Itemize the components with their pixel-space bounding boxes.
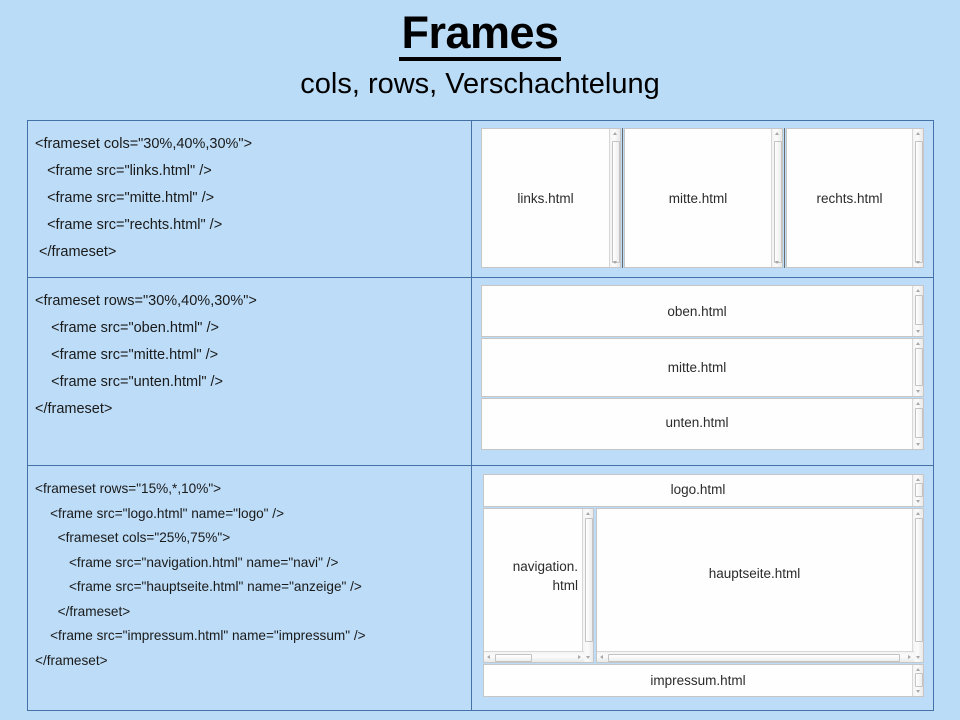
- frame-label-impressum: impressum.html: [650, 673, 746, 688]
- scrollbar-thumb[interactable]: [608, 653, 900, 662]
- frame-label-mitte: mitte.html: [667, 360, 727, 375]
- scrollbar-thumb[interactable]: [914, 483, 923, 497]
- frame-mitte[interactable]: mitte.html: [481, 338, 924, 397]
- scrollbar-thumb[interactable]: [914, 673, 923, 687]
- frame-logo[interactable]: logo.html: [483, 474, 924, 507]
- frame-mitte[interactable]: mitte.html: [624, 128, 783, 268]
- scrollbar-thumb[interactable]: [495, 653, 532, 662]
- vertical-scrollbar[interactable]: [609, 129, 620, 267]
- scrollbar-thumb[interactable]: [914, 141, 923, 263]
- vertical-scrollbar[interactable]: [771, 129, 782, 267]
- vertical-scrollbar[interactable]: [912, 339, 923, 396]
- scrollbar-thumb[interactable]: [914, 518, 923, 642]
- preview-cell-cols: links.html mitte.html rechts.html: [471, 120, 934, 278]
- preview-cell-nested: logo.html navigation. html: [471, 465, 934, 711]
- frame-oben[interactable]: oben.html: [481, 285, 924, 337]
- frame-label-hauptseite: hauptseite.html: [708, 566, 801, 581]
- title-block: Frames cols, rows, Verschachtelung: [0, 0, 960, 102]
- code-cell-cols: <frameset cols="30%,40%,30%"> <frame src…: [27, 120, 472, 278]
- frame-rechts[interactable]: rechts.html: [786, 128, 924, 268]
- frame-label-oben: oben.html: [667, 304, 727, 319]
- code-block-cols: <frameset cols="30%,40%,30%"> <frame src…: [35, 136, 253, 260]
- frame-navigation[interactable]: navigation. html: [483, 508, 594, 663]
- frame-label-mitte: mitte.html: [668, 191, 728, 206]
- table-row: <frameset rows="15%,*,10%"> <frame src="…: [27, 465, 934, 711]
- scrollbar-thumb[interactable]: [611, 141, 620, 263]
- frame-divider[interactable]: [622, 128, 623, 268]
- vertical-scrollbar[interactable]: [912, 665, 923, 696]
- code-cell-nested: <frameset rows="15%,*,10%"> <frame src="…: [27, 465, 472, 711]
- frame-unten[interactable]: unten.html: [481, 398, 924, 450]
- vertical-scrollbar[interactable]: [912, 475, 923, 506]
- scrollbar-thumb[interactable]: [584, 518, 593, 642]
- frame-label-unten: unten.html: [665, 415, 729, 430]
- horizontal-scrollbar[interactable]: [597, 651, 914, 662]
- page-title: Frames: [399, 9, 561, 62]
- browser-preview-rows: oben.html mitte.html unten.html: [472, 278, 933, 464]
- vertical-scrollbar[interactable]: [912, 509, 923, 662]
- frame-label-logo: logo.html: [670, 482, 726, 497]
- preview-cell-rows: oben.html mitte.html unten.html: [471, 277, 934, 466]
- browser-preview-cols: links.html mitte.html rechts.html: [472, 121, 933, 276]
- browser-preview-nested: logo.html navigation. html: [472, 466, 933, 709]
- frame-impressum[interactable]: impressum.html: [483, 664, 924, 697]
- frame-divider[interactable]: [784, 128, 785, 268]
- scrollbar-thumb[interactable]: [773, 141, 782, 263]
- frame-hauptseite[interactable]: hauptseite.html: [596, 508, 924, 663]
- scrollbar-thumb[interactable]: [914, 295, 923, 325]
- scrollbar-thumb[interactable]: [914, 348, 923, 386]
- frames-table: <frameset cols="30%,40%,30%"> <frame src…: [27, 120, 934, 711]
- vertical-scrollbar[interactable]: [912, 286, 923, 336]
- horizontal-scrollbar[interactable]: [484, 651, 584, 662]
- vertical-scrollbar[interactable]: [582, 509, 593, 662]
- frame-label-navigation: navigation. html: [512, 559, 578, 593]
- table-row: <frameset rows="30%,40%,30%"> <frame src…: [27, 277, 934, 466]
- page-subtitle: cols, rows, Verschachtelung: [300, 68, 660, 101]
- frame-label-links: links.html: [517, 191, 574, 206]
- table-row: <frameset cols="30%,40%,30%"> <frame src…: [27, 120, 934, 278]
- frame-links[interactable]: links.html: [481, 128, 621, 268]
- code-cell-rows: <frameset rows="30%,40%,30%"> <frame src…: [27, 277, 472, 466]
- scrollbar-thumb[interactable]: [914, 408, 923, 438]
- vertical-scrollbar[interactable]: [912, 399, 923, 449]
- frame-label-rechts: rechts.html: [816, 191, 883, 206]
- vertical-scrollbar[interactable]: [912, 129, 923, 267]
- code-block-rows: <frameset rows="30%,40%,30%"> <frame src…: [35, 293, 257, 417]
- code-block-nested: <frameset rows="15%,*,10%"> <frame src="…: [35, 481, 366, 668]
